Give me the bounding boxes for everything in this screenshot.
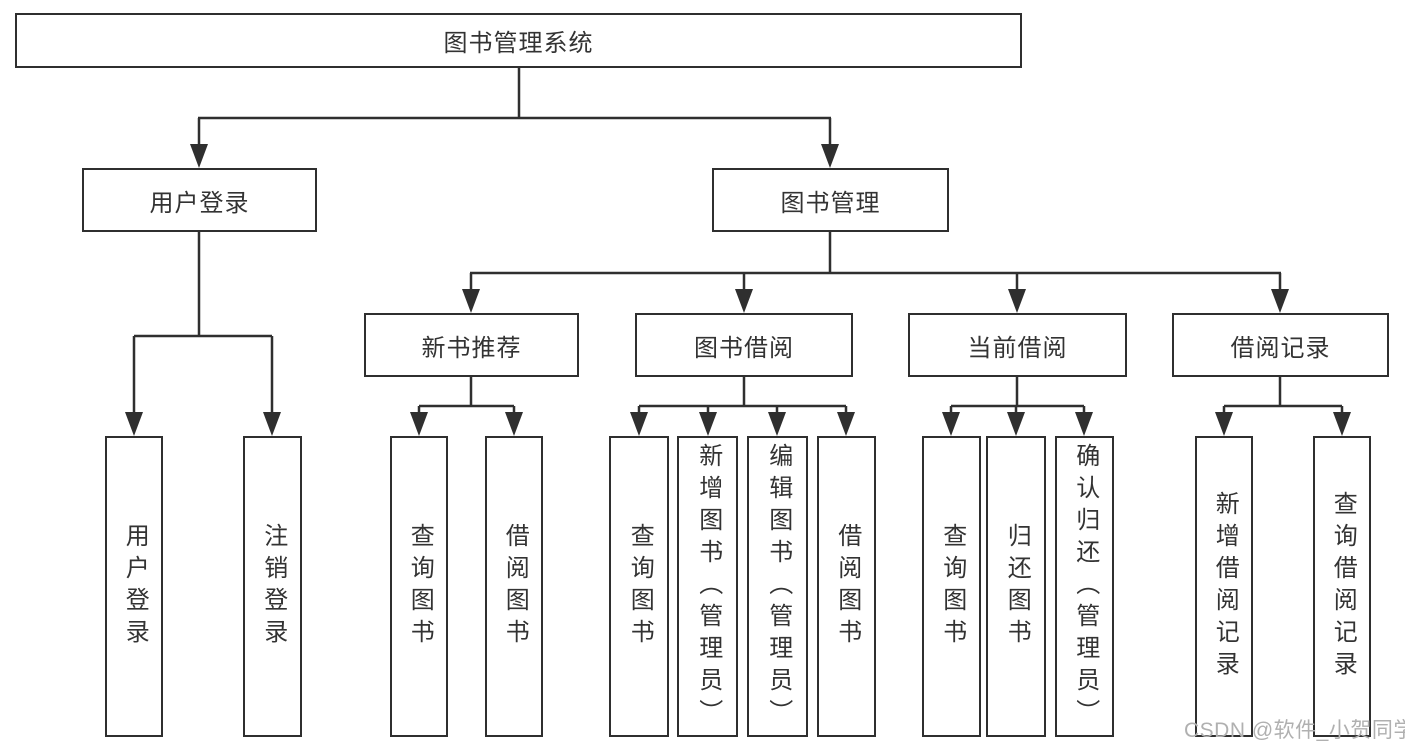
leaf-newbooks-borrow-books: 借阅图书 xyxy=(485,436,543,737)
node-new-book-recommendation: 新书推荐 xyxy=(364,313,579,377)
node-label: 图书管理 xyxy=(780,189,881,217)
node-label: 图书借阅 xyxy=(694,334,794,362)
node-user-login: 用户登录 xyxy=(82,168,317,232)
leaf-label: 编辑图书（管理员） xyxy=(764,442,792,731)
leaf-label: 用户登录 xyxy=(121,522,149,651)
arrow-heads xyxy=(125,144,1351,436)
node-borrow-records: 借阅记录 xyxy=(1172,313,1389,377)
leaf-records-add-borrow-record: 新增借阅记录 xyxy=(1195,436,1253,737)
leaf-label: 查询借阅记录 xyxy=(1329,490,1357,683)
leaf-label: 借阅图书 xyxy=(833,522,861,651)
node-label: 当前借阅 xyxy=(967,334,1068,362)
leaf-user-login: 用户登录 xyxy=(105,436,163,737)
leaf-records-query-borrow-record: 查询借阅记录 xyxy=(1313,436,1371,737)
node-label: 借阅记录 xyxy=(1230,334,1331,362)
arrow-stems xyxy=(132,118,1344,414)
connector-trunks xyxy=(134,68,1342,408)
node-label: 用户登录 xyxy=(149,189,250,217)
leaf-logout-login: 注销登录 xyxy=(243,436,302,737)
leaf-current-query-books: 查询图书 xyxy=(922,436,981,737)
leaf-bookborrow-query-books: 查询图书 xyxy=(609,436,669,737)
leaf-label: 归还图书 xyxy=(1003,522,1031,651)
leaf-bookborrow-borrow-books: 借阅图书 xyxy=(817,436,876,737)
csdn-watermark: CSDN @软件_小贺同学 xyxy=(1184,719,1405,742)
leaf-label: 注销登录 xyxy=(259,522,287,651)
leaf-label: 新增借阅记录 xyxy=(1211,490,1239,683)
leaf-label: 查询图书 xyxy=(938,522,966,651)
leaf-newbooks-query-books: 查询图书 xyxy=(390,436,448,737)
node-label: 图书管理系统 xyxy=(443,30,594,57)
leaf-bookborrow-add-books-admin: 新增图书（管理员） xyxy=(677,436,738,737)
leaf-current-return-books: 归还图书 xyxy=(986,436,1046,737)
node-book-borrowing: 图书借阅 xyxy=(635,313,853,377)
node-current-borrowing: 当前借阅 xyxy=(908,313,1127,377)
leaf-bookborrow-edit-books-admin: 编辑图书（管理员） xyxy=(747,436,808,737)
leaf-label: 查询图书 xyxy=(626,522,654,651)
node-label: 新书推荐 xyxy=(421,334,522,362)
node-library-management-system: 图书管理系统 xyxy=(15,13,1022,68)
leaf-label: 确认归还（管理员） xyxy=(1071,442,1099,731)
leaf-label: 新增图书（管理员） xyxy=(694,442,722,731)
leaf-label: 借阅图书 xyxy=(501,522,529,651)
node-book-management: 图书管理 xyxy=(712,168,949,232)
leaf-current-confirm-return-admin: 确认归还（管理员） xyxy=(1055,436,1114,737)
leaf-label: 查询图书 xyxy=(406,522,434,651)
